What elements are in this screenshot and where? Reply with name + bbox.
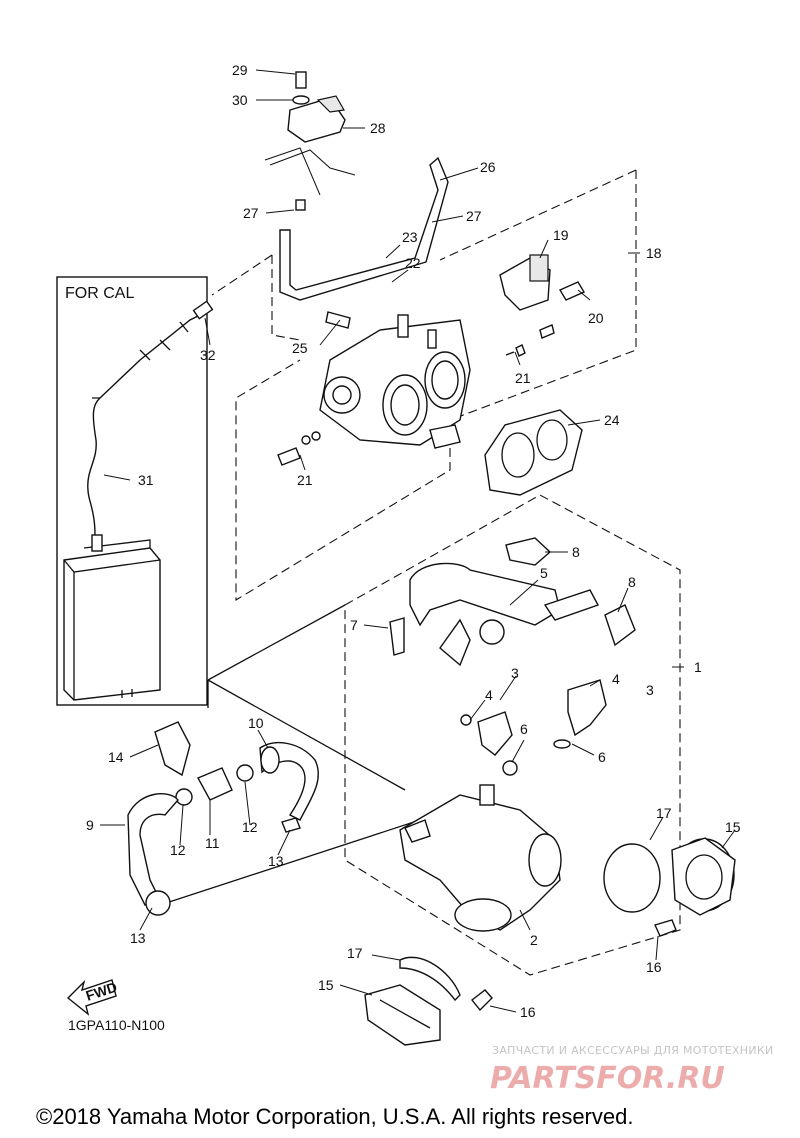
throttle-body — [319, 314, 471, 449]
callout-21-left: 21 — [297, 472, 313, 488]
callout-2: 2 — [530, 932, 538, 948]
callout-4-right: 4 — [612, 671, 620, 687]
intake-boundary — [344, 494, 681, 976]
joint-15-right — [671, 837, 736, 916]
callout-15-right: 15 — [725, 819, 741, 835]
throttle-body-boundary — [211, 169, 637, 601]
for-cal-label: FOR CAL — [65, 285, 134, 302]
fitting-11 — [197, 767, 233, 801]
callout-26: 26 — [480, 159, 496, 175]
callout-13-right: 13 — [268, 853, 284, 869]
callout-28: 28 — [370, 120, 386, 136]
clip-14 — [154, 721, 191, 777]
callout-3-right: 3 — [646, 682, 654, 698]
callout-18: 18 — [646, 245, 662, 261]
outline-lines — [159, 604, 421, 906]
callout-20: 20 — [588, 310, 604, 326]
bolt-16-right — [654, 919, 677, 937]
callout-32: 32 — [200, 347, 216, 363]
fwd-arrow-icon: FWD — [66, 979, 119, 1016]
diagram-code: 1GPA110-N100 — [68, 1017, 165, 1033]
callout-14: 14 — [108, 749, 124, 765]
callout-6-right: 6 — [598, 749, 606, 765]
clip-8-upper — [505, 537, 552, 566]
callout-6-left: 6 — [520, 721, 528, 737]
clamp-17-lower — [399, 956, 461, 1002]
callout-27-left: 27 — [243, 205, 259, 221]
watermark-subtitle: ЗАПЧАСТИ И АКСЕССУАРЫ ДЛЯ МОТОТЕХНИКИ — [492, 1044, 774, 1057]
callout-8-right: 8 — [628, 574, 636, 590]
callout-25: 25 — [292, 340, 308, 356]
callout-31: 31 — [138, 472, 154, 488]
fuel-rail — [409, 562, 600, 667]
callout-13-left: 13 — [130, 930, 146, 946]
injector-left — [477, 711, 513, 756]
callout-17-right: 17 — [656, 805, 672, 821]
injector-right — [567, 679, 607, 737]
callout-21-right: 21 — [515, 370, 531, 386]
intake-joint — [399, 784, 562, 932]
callout-29: 29 — [232, 62, 248, 78]
bolt-16-lower — [471, 989, 493, 1012]
callout-10: 10 — [248, 715, 264, 731]
callout-23: 23 — [402, 229, 418, 245]
watermark-brand: PARTSFOR.RU — [490, 1061, 725, 1096]
callout-30: 30 — [232, 92, 248, 108]
copyright-notice: ©2018 Yamaha Motor Corporation, U.S.A. A… — [36, 1104, 633, 1129]
callout-27-right: 27 — [466, 208, 482, 224]
callout-4-left: 4 — [485, 687, 493, 703]
hose-26 — [279, 156, 449, 301]
screw-25 — [325, 311, 351, 329]
callout-16-right: 16 — [646, 959, 662, 975]
callout-12-right: 12 — [242, 819, 258, 835]
clip-8-right — [604, 604, 636, 647]
canister-hose — [87, 314, 201, 536]
callout-22: 22 — [405, 255, 421, 271]
callout-8-upper: 8 — [572, 544, 580, 560]
callout-11: 11 — [205, 835, 220, 851]
gasket-24 — [484, 409, 583, 496]
callout-19: 19 — [553, 227, 569, 243]
callout-24: 24 — [604, 412, 620, 428]
pressure-sensor — [264, 71, 356, 211]
callout-15-lower: 15 — [318, 977, 334, 993]
callout-5: 5 — [540, 565, 548, 581]
joint-15-lower — [364, 984, 441, 1046]
bolt-7 — [389, 617, 405, 656]
screw-20 — [558, 281, 586, 301]
callout-3-left: 3 — [511, 665, 519, 681]
for-cal-box — [56, 276, 208, 706]
charcoal-canister — [63, 534, 161, 701]
callout-17-lower: 17 — [347, 945, 363, 961]
clamp-17-right — [603, 843, 661, 913]
hose-9 — [127, 793, 179, 906]
callout-1: 1 — [694, 659, 702, 675]
callouts: 29 30 28 27 26 27 23 22 19 18 20 25 21 2… — [86, 62, 741, 1020]
callout-16-lower: 16 — [520, 1004, 536, 1020]
callout-7: 7 — [350, 617, 358, 633]
leader-lines — [100, 69, 736, 1013]
callout-9: 9 — [86, 817, 94, 833]
callout-12-left: 12 — [170, 842, 186, 858]
